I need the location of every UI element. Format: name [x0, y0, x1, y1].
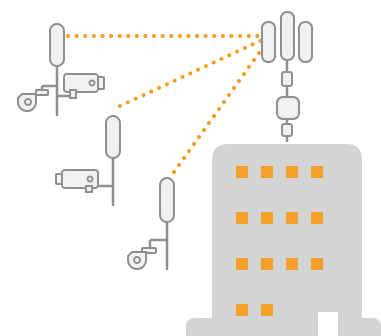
building-door: [318, 312, 338, 336]
bullet-camera-icon: [56, 170, 98, 192]
window-icon: [261, 212, 273, 224]
dome-camera-icon: [18, 86, 48, 111]
dome-camera-icon: [128, 240, 156, 269]
camera-pole-1: [18, 24, 104, 116]
window-icon: [311, 212, 323, 224]
antenna-connector: [282, 72, 292, 86]
window-icon: [261, 304, 273, 316]
antenna-icon: [160, 178, 174, 222]
window-icon: [236, 166, 248, 178]
antenna-icon: [299, 22, 312, 62]
window-icon: [311, 166, 323, 178]
window-icon: [236, 212, 248, 224]
bullet-camera-icon: [64, 74, 104, 98]
base-station-icon: [277, 97, 299, 119]
antenna-icon: [50, 24, 64, 66]
camera-pole-2: [56, 116, 120, 206]
window-icon: [286, 212, 298, 224]
building: [186, 144, 381, 336]
window-icon: [286, 258, 298, 270]
camera-pole-3: [128, 178, 174, 270]
window-icon: [261, 258, 273, 270]
antenna-icon: [262, 22, 275, 62]
window-icon: [236, 304, 248, 316]
link-pole-2: [120, 40, 262, 106]
antenna-icon: [106, 116, 120, 158]
base-station: [262, 12, 312, 142]
window-icon: [311, 258, 323, 270]
window-icon: [261, 166, 273, 178]
window-icon: [286, 166, 298, 178]
mount-bracket: [282, 124, 292, 136]
antenna-icon: [281, 12, 294, 60]
window-icon: [236, 258, 248, 270]
